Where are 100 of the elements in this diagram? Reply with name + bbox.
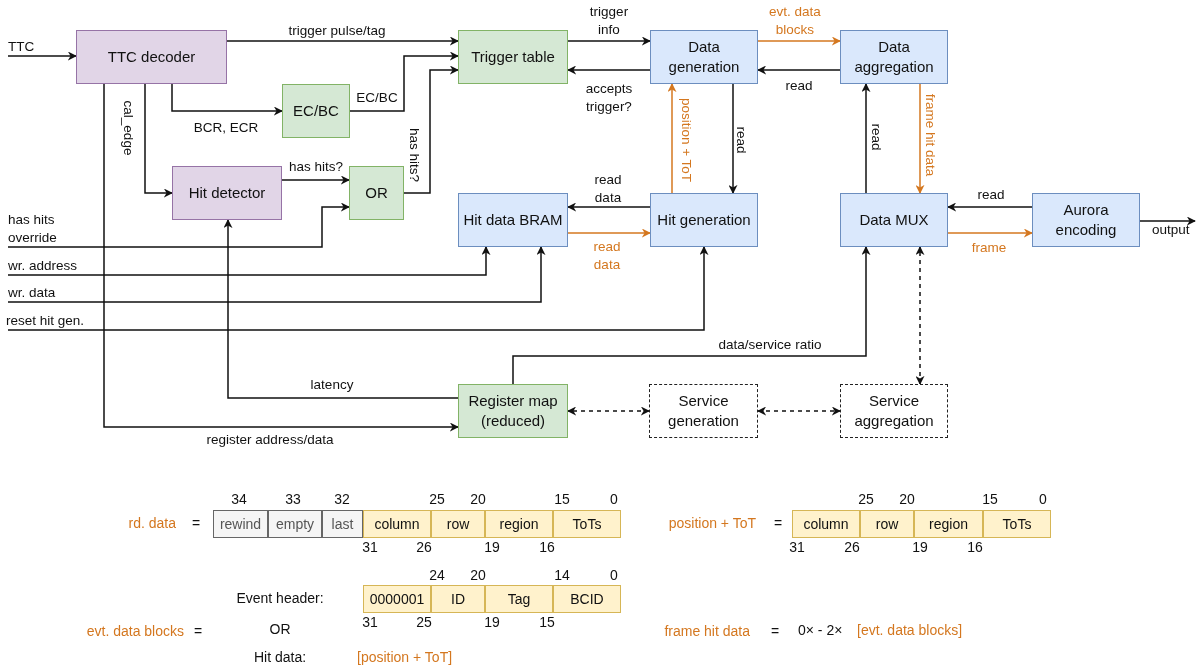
bit-index: 34 (231, 490, 247, 508)
signal-label: TTC (8, 30, 52, 56)
arrow (281, 175, 350, 185)
process-box (840, 30, 948, 84)
note: = (770, 622, 780, 640)
bit-index: 0 (610, 566, 618, 584)
process-box (458, 30, 568, 84)
bit-index: 20 (470, 566, 486, 584)
arrow (403, 65, 459, 194)
field-label: rewind (219, 516, 262, 532)
box-label: Hit detector (188, 183, 266, 203)
arrow (144, 83, 173, 198)
arrow (757, 36, 841, 46)
edge-label: read (733, 126, 750, 154)
arrow (567, 228, 651, 238)
arrow (223, 219, 459, 399)
box-label: Data generation (667, 37, 741, 77)
signal-label: has hits override (8, 207, 78, 247)
formula-label: position + ToT (668, 514, 756, 532)
field-label: ToTs (1002, 516, 1032, 532)
box-label: Service aggregation (853, 391, 935, 431)
arrow (1139, 216, 1196, 226)
bit-index: 19 (484, 613, 500, 631)
signal-label: reset hit gen. (6, 310, 106, 330)
formula-label: frame hit data (664, 622, 750, 640)
arrow (7, 246, 491, 276)
dashed-arrow (567, 406, 650, 416)
bit-index: 20 (470, 490, 486, 508)
edge-label: cal_edge (120, 100, 137, 156)
bit-index: 31 (362, 538, 378, 556)
field-label: column (374, 516, 420, 532)
bit-field-cell (553, 585, 621, 613)
process-box (172, 166, 282, 220)
arrow (567, 202, 651, 212)
dashed-arrow (915, 246, 925, 385)
arrow (728, 83, 738, 194)
edge-label: read (785, 77, 813, 95)
field-label: region (499, 516, 539, 532)
bit-field-cell (213, 510, 268, 538)
box-label: EC/BC (293, 101, 339, 121)
edge-label: latency (310, 376, 354, 394)
dashed-process-box (840, 384, 948, 438)
arrow (103, 83, 459, 432)
edge-label: read data (592, 238, 622, 274)
process-box (458, 193, 568, 247)
bit-index: 19 (484, 538, 500, 556)
bit-index: 24 (429, 566, 445, 584)
bit-field-cell (431, 585, 485, 613)
edge-label: frame hit data (922, 93, 939, 177)
edge-label: data/service ratio (718, 336, 822, 354)
edge-label: read (977, 186, 1005, 204)
bit-index: 25 (858, 490, 874, 508)
field-label: column (803, 516, 849, 532)
formula-label: rd. data (128, 514, 176, 532)
process-box (76, 30, 227, 84)
edge-label: BCR, ECR (193, 119, 259, 137)
box-label: Data MUX (859, 210, 929, 230)
note: Event header: (236, 589, 324, 607)
process-box (1032, 193, 1140, 247)
note: Hit data: (253, 648, 307, 666)
signal-label: wr. address (8, 255, 98, 275)
edge-label: register address/data (206, 431, 334, 449)
edge-label: accepts trigger? (584, 80, 634, 116)
bit-field-cell (860, 510, 914, 538)
edge-label: evt. data blocks (768, 3, 822, 39)
bit-index: 15 (539, 613, 555, 631)
box-label: Hit generation (657, 210, 751, 230)
arrow (7, 202, 350, 248)
bit-field-cell (792, 510, 860, 538)
box-label: TTC decoder (107, 47, 196, 67)
box-label: Data aggregation (853, 37, 935, 77)
bit-index: 19 (912, 538, 928, 556)
box-label: Hit data BRAM (463, 210, 563, 230)
bit-index: 0 (1039, 490, 1047, 508)
bit-index: 25 (429, 490, 445, 508)
box-label: Trigger table (471, 47, 555, 67)
bit-index: 15 (982, 490, 998, 508)
arrow (567, 65, 651, 75)
note: 0× - 2× (798, 621, 843, 639)
bit-index: 32 (334, 490, 350, 508)
arrow (667, 83, 677, 194)
edge-label: has hits? (406, 128, 423, 182)
edge-label: trigger info (588, 3, 630, 39)
dashed-arrow (757, 406, 841, 416)
bit-field-cell (914, 510, 983, 538)
arrow (861, 83, 871, 194)
process-box (650, 30, 758, 84)
arrow (947, 202, 1033, 212)
bit-field-cell (322, 510, 363, 538)
field-label: last (331, 516, 354, 532)
bit-index: 20 (899, 490, 915, 508)
edge-label: has hits? (289, 158, 343, 176)
arrow (7, 246, 709, 331)
edge-label: frame (971, 239, 1007, 257)
formula-label: [evt. data blocks] (857, 621, 963, 639)
dashed-process-box (649, 384, 758, 438)
bit-index: 15 (554, 490, 570, 508)
arrow (7, 51, 77, 61)
edge-label: trigger pulse/tag (288, 22, 386, 40)
process-box (282, 84, 350, 138)
